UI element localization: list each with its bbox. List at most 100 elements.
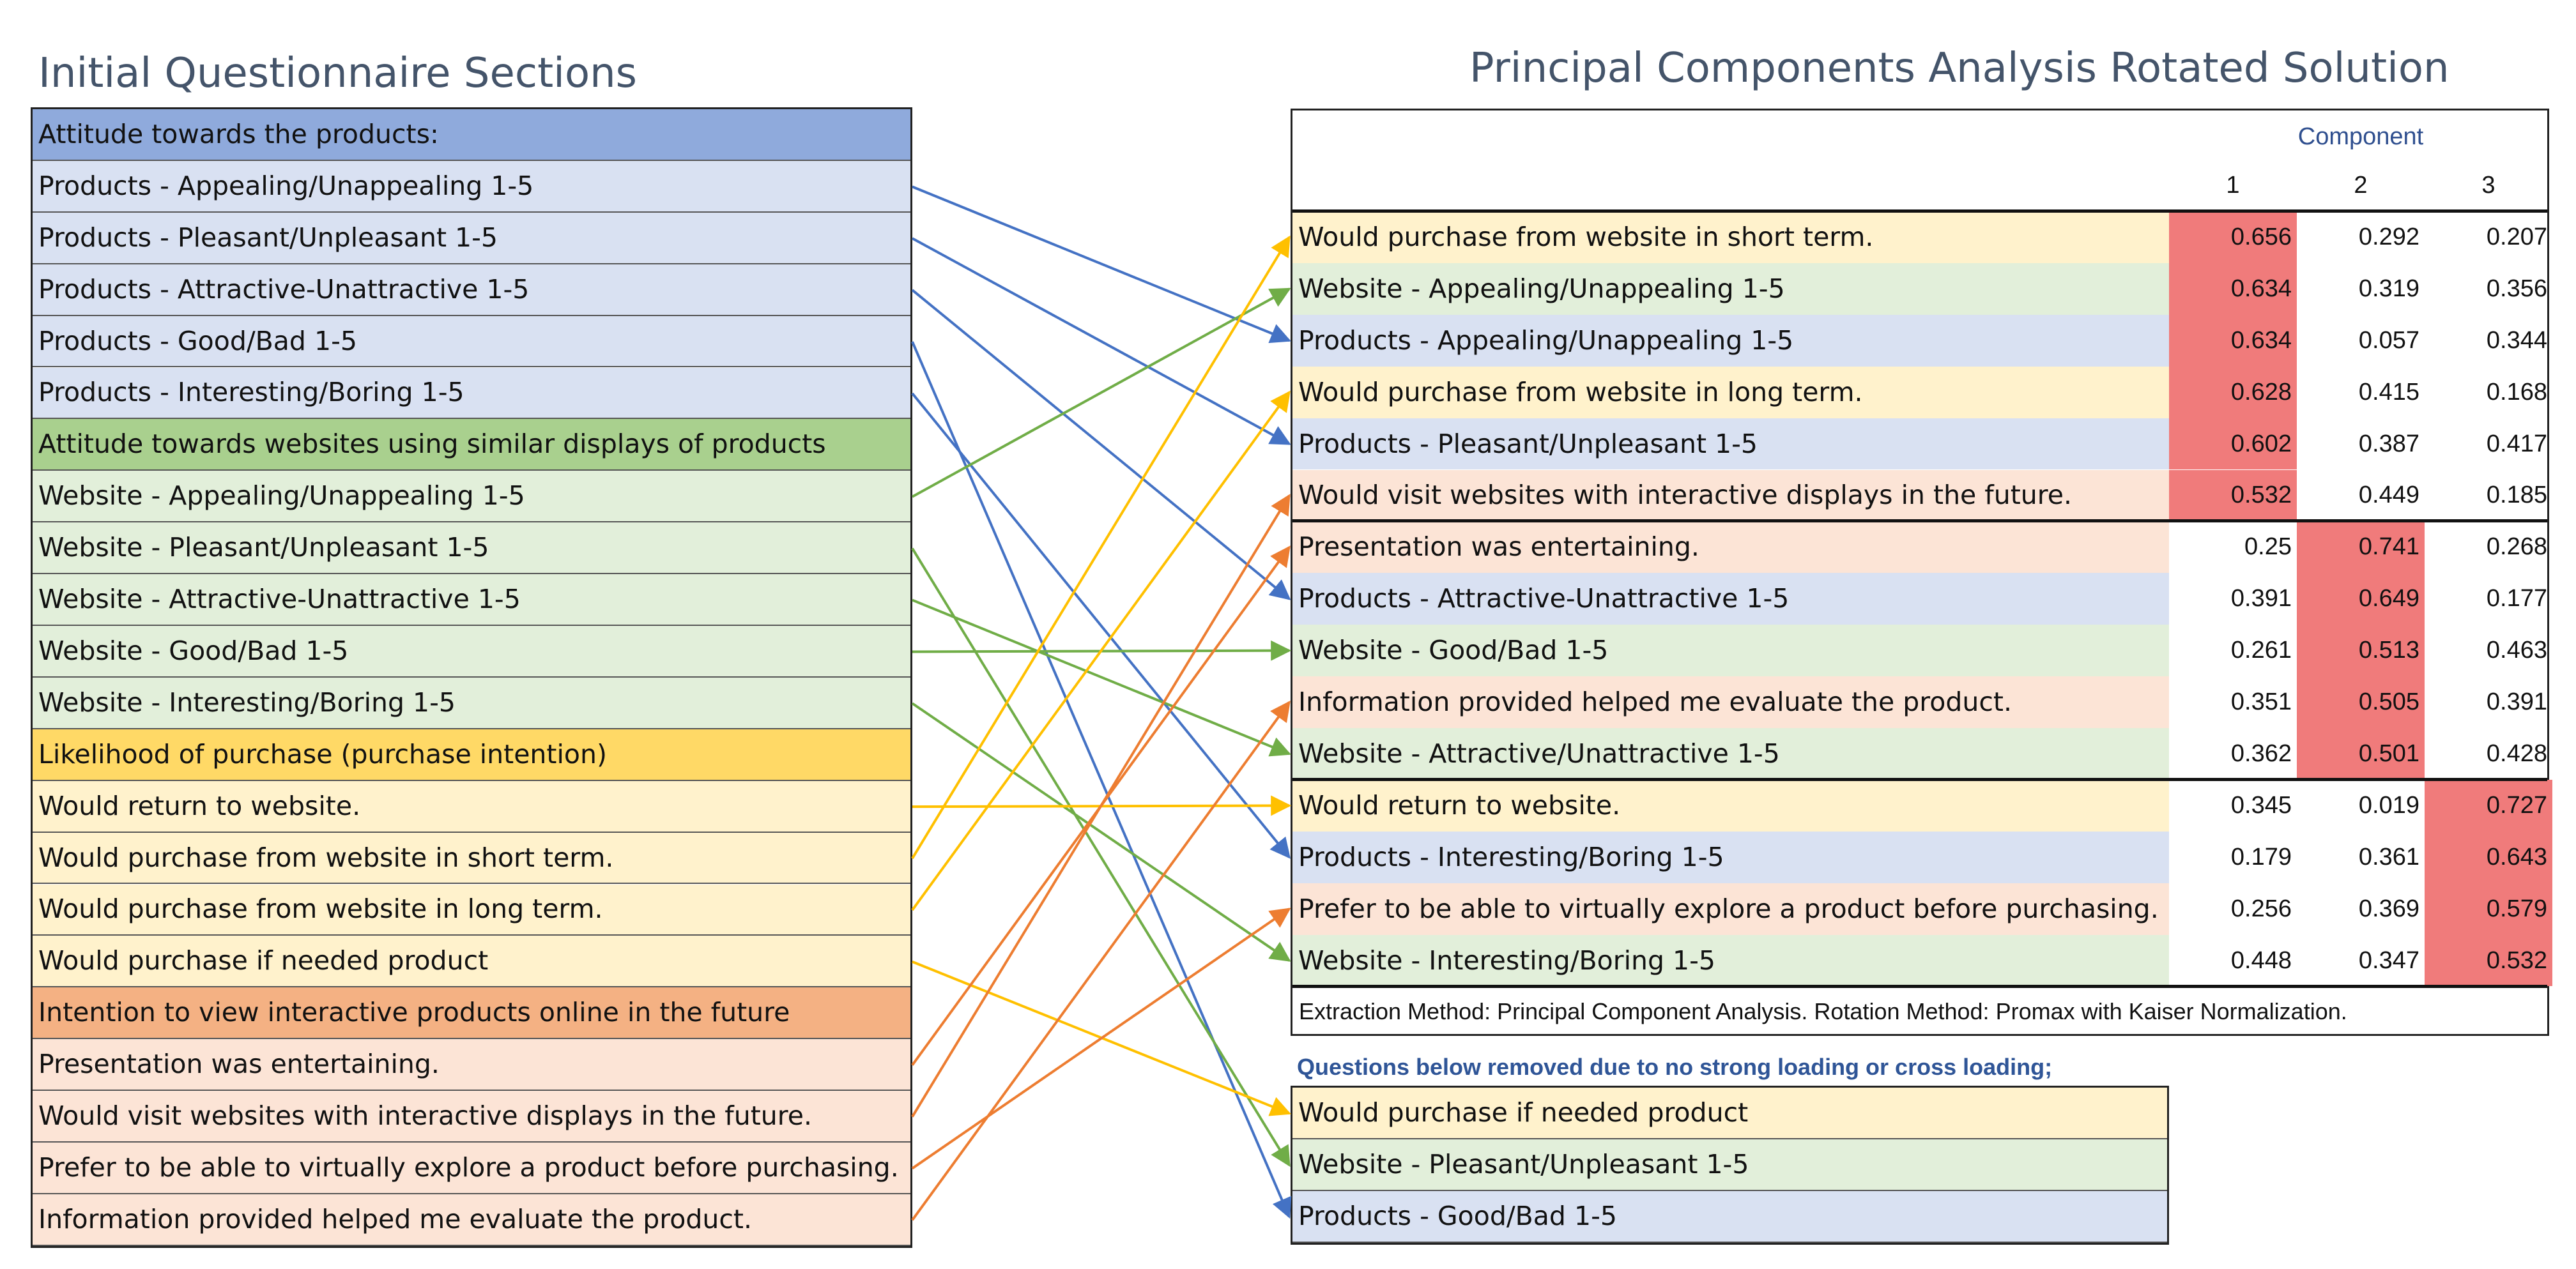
loading-value-c3: 0.417 (2486, 430, 2547, 457)
loading-row-label: Presentation was entertaining. (1292, 521, 2169, 574)
questionnaire-item: Website - Appealing/Unappealing 1-5 (33, 471, 910, 523)
group-separator (1292, 519, 2547, 523)
component-number: 2 (2354, 172, 2368, 199)
component-number: 3 (2481, 172, 2496, 199)
questionnaire-item: Products - Good/Bad 1-5 (33, 315, 910, 368)
questionnaire-item: Website - Good/Bad 1-5 (33, 626, 910, 678)
loading-value-c2: 0.319 (2358, 275, 2419, 302)
loading-value-c3: 0.579 (2425, 883, 2552, 935)
loading-value-c2: 0.361 (2358, 843, 2419, 870)
loading-row-label: Products - Interesting/Boring 1-5 (1292, 831, 2169, 883)
loading-value-c1: 0.362 (2230, 740, 2292, 767)
loading-value-c3: 0.727 (2425, 779, 2552, 832)
loading-value-c2: 0.501 (2297, 728, 2425, 780)
loading-row-label: Website - Good/Bad 1-5 (1292, 625, 2169, 677)
loading-value-c1: 0.628 (2169, 366, 2297, 418)
removed-question: Website - Pleasant/Unpleasant 1-5 (1292, 1139, 2167, 1191)
loading-row-label: Products - Pleasant/Unpleasant 1-5 (1292, 418, 2169, 470)
questionnaire-item: Presentation was entertaining. (33, 1039, 910, 1091)
loading-value-c1: 0.391 (2230, 585, 2292, 612)
loading-value-c3: 0.463 (2486, 637, 2547, 664)
loading-value-c2: 0.057 (2358, 326, 2419, 354)
loading-row-label: Would visit websites with interactive di… (1292, 469, 2169, 522)
questionnaire-item: Would purchase from website in long term… (33, 884, 910, 936)
loading-value-c1: 0.532 (2169, 469, 2297, 522)
extraction-note: Extraction Method: Principal Component A… (1299, 998, 2347, 1024)
connection-arrow (911, 289, 1291, 600)
removed-note: Questions below removed due to no strong… (1297, 1053, 2053, 1080)
loading-row-label: Website - Appealing/Unappealing 1-5 (1292, 262, 2169, 315)
questionnaire-item: Would purchase if needed product (33, 936, 910, 988)
loading-value-c2: 0.369 (2358, 895, 2419, 922)
loading-value-c3: 0.185 (2486, 482, 2547, 509)
section-header: Attitude towards the products: (33, 109, 910, 161)
connection-arrow (911, 494, 1291, 1118)
section-header: Intention to view interactive products o… (33, 987, 910, 1040)
loading-value-c1: 0.634 (2169, 314, 2297, 367)
connection-arrow (912, 287, 1291, 498)
loading-row-label: Would purchase from website in long term… (1292, 366, 2169, 418)
questionnaire-item: Website - Attractive-Unattractive 1-5 (33, 574, 910, 626)
loading-value-c3: 0.344 (2486, 326, 2547, 354)
loading-value-c3: 0.643 (2425, 831, 2552, 883)
questionnaire-item: Products - Appealing/Unappealing 1-5 (33, 160, 910, 213)
loading-value-c1: 0.602 (2169, 418, 2297, 470)
loading-value-c2: 0.649 (2297, 573, 2425, 625)
connection-arrow (911, 390, 1291, 911)
loading-value-c2: 0.505 (2297, 676, 2425, 728)
loading-value-c2: 0.347 (2358, 946, 2419, 974)
right-title: Principal Components Analysis Rotated So… (1469, 45, 2450, 92)
questionnaire-item: Would purchase from website in short ter… (33, 832, 910, 885)
loading-value-c2: 0.415 (2358, 378, 2419, 406)
questionnaire-item: Would return to website. (33, 780, 910, 833)
connection-arrow (911, 700, 1291, 1221)
section-header: Attitude towards websites using similar … (33, 419, 910, 471)
questionnaire-item: Website - Interesting/Boring 1-5 (33, 677, 910, 729)
loading-value-c1: 0.656 (2169, 211, 2297, 263)
loading-value-c3: 0.356 (2486, 275, 2547, 302)
component-number: 1 (2226, 172, 2240, 199)
connection-arrow (911, 702, 1291, 962)
loading-value-c1: 0.351 (2230, 688, 2292, 716)
loading-value-c3: 0.532 (2425, 934, 2552, 987)
group-separator (1292, 209, 2547, 213)
loading-value-c1: 0.179 (2230, 843, 2292, 870)
questionnaire-item: Products - Pleasant/Unpleasant 1-5 (33, 212, 910, 264)
group-separator (1292, 984, 2547, 988)
loading-row-label: Website - Interesting/Boring 1-5 (1292, 934, 2169, 987)
left-title: Initial Questionnaire Sections (38, 50, 637, 97)
loading-value-c3: 0.168 (2486, 378, 2547, 406)
loading-row-label: Would purchase from website in short ter… (1292, 211, 2169, 263)
loading-value-c1: 0.634 (2169, 262, 2297, 315)
group-separator (1292, 777, 2547, 781)
loading-row-label: Website - Attractive/Unattractive 1-5 (1292, 728, 2169, 780)
loading-value-c2: 0.741 (2297, 521, 2425, 574)
loading-value-c2: 0.513 (2297, 625, 2425, 677)
loading-row-label: Products - Attractive-Unattractive 1-5 (1292, 573, 2169, 625)
questionnaire-item: Information provided helped me evaluate … (33, 1194, 910, 1246)
connection-arrow (911, 392, 1291, 859)
loading-value-c3: 0.207 (2486, 223, 2547, 250)
loading-value-c2: 0.449 (2358, 482, 2419, 509)
loading-row-label: Would return to website. (1292, 779, 2169, 832)
connection-arrow (911, 341, 1292, 1219)
connection-arrow (911, 235, 1291, 860)
loading-value-c3: 0.177 (2486, 585, 2547, 612)
loading-value-c3: 0.391 (2486, 688, 2547, 716)
connection-arrow (912, 598, 1291, 757)
loading-value-c3: 0.428 (2486, 740, 2547, 767)
connection-arrow (911, 547, 1291, 1167)
questionnaire-item: Products - Interesting/Boring 1-5 (33, 367, 910, 420)
questionnaire-item: Prefer to be able to virtually explore a… (33, 1143, 910, 1194)
connection-arrow (912, 185, 1291, 344)
removed-question: Would purchase if needed product (1292, 1088, 2167, 1139)
loading-value-c2: 0.019 (2358, 791, 2419, 819)
loading-value-c2: 0.292 (2358, 223, 2419, 250)
section-header: Likelihood of purchase (purchase intenti… (33, 729, 910, 781)
loading-row-label: Products - Appealing/Unappealing 1-5 (1292, 314, 2169, 367)
questionnaire-item: Would visit websites with interactive di… (33, 1091, 910, 1143)
